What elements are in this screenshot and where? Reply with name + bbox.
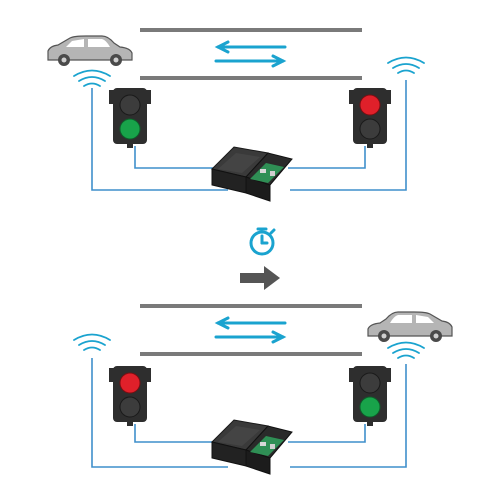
car-icon (47, 35, 133, 66)
wire-light-right (288, 146, 366, 169)
traffic-light-left (109, 366, 151, 426)
sensor-left-wifi-signal-icon (73, 69, 111, 87)
two-way-arrows-icon (214, 40, 287, 68)
sensor-right-wifi-signal-icon (387, 341, 425, 359)
wire-light-left (134, 146, 214, 169)
wire-light-left (134, 424, 214, 443)
stopwatch-icon (249, 227, 276, 256)
traffic-light-left (109, 88, 151, 148)
sequence-indicator (240, 227, 280, 290)
signal-red-off (359, 372, 381, 394)
signal-green-on (359, 396, 381, 418)
car-icon (367, 311, 453, 342)
traffic-light-right (349, 88, 391, 148)
signal-green-off (359, 118, 381, 140)
traffic-light-right (349, 366, 391, 426)
wire-left (91, 358, 228, 468)
control-box-icon (211, 146, 293, 202)
control-box-icon (211, 419, 293, 475)
two-way-arrows-icon (214, 316, 287, 344)
signal-red-on (119, 372, 141, 394)
arrow-right-icon (240, 266, 280, 290)
wire-right (290, 80, 407, 191)
wire-light-right (288, 424, 366, 443)
sensor-left-wifi-signal-icon (73, 333, 111, 351)
signal-red-off (119, 94, 141, 116)
wire-right (290, 364, 407, 468)
scene-top (47, 28, 425, 202)
scene-bottom (73, 304, 453, 475)
signal-green-off (119, 396, 141, 418)
signal-green-on (119, 118, 141, 140)
signal-red-on (359, 94, 381, 116)
wire-left (91, 88, 228, 191)
sensor-right-wifi-signal-icon (387, 56, 425, 74)
